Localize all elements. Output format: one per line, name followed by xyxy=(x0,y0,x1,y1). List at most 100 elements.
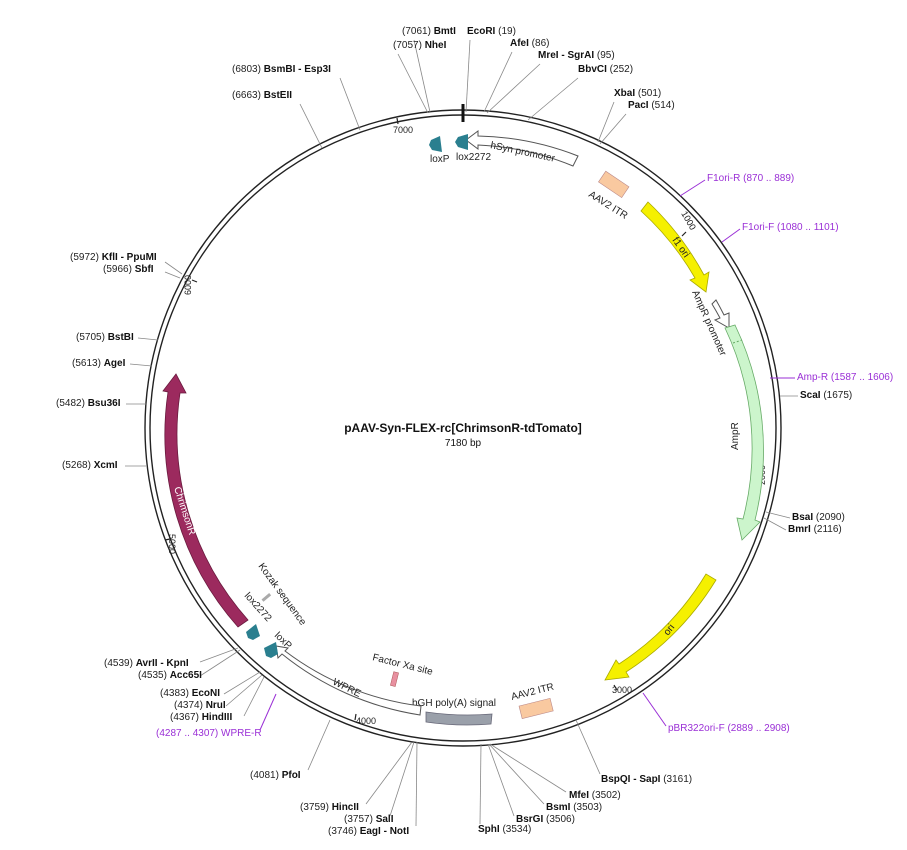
primer-label[interactable]: pBR322ori-F (2889 .. 2908) xyxy=(668,723,790,734)
enzyme-site-label[interactable]: (4367) HindIII xyxy=(170,712,232,723)
enzyme-position: (4081) xyxy=(250,770,282,781)
enzyme-name: BstEII xyxy=(264,90,293,101)
enzyme-name: MreI - SgrAI xyxy=(538,50,594,61)
enzyme-name: BsmBI - Esp3I xyxy=(264,64,331,75)
enzyme-site-label[interactable]: (4535) Acc65I xyxy=(138,670,202,681)
enzyme-site-label[interactable]: BbvCI (252) xyxy=(578,64,633,75)
feature-label-bgh-polya: bGH poly(A) signal xyxy=(412,698,496,709)
enzyme-position: (3759) xyxy=(300,802,332,813)
enzyme-name: KflI - PpuMI xyxy=(102,252,157,263)
enzyme-site-label[interactable]: MreI - SgrAI (95) xyxy=(538,50,615,61)
enzyme-position: (7057) xyxy=(393,40,425,51)
enzyme-position: (86) xyxy=(529,38,550,49)
enzyme-leader-line xyxy=(527,77,579,121)
enzyme-site-label[interactable]: (4081) PfoI xyxy=(250,770,301,781)
enzyme-site-label[interactable]: MfeI (3502) xyxy=(569,790,621,801)
enzyme-site-label[interactable]: BspQI - SapI (3161) xyxy=(601,774,692,785)
enzyme-name: SalI xyxy=(376,814,394,825)
feature-f1-ori xyxy=(640,201,710,293)
enzyme-site-label[interactable]: ScaI (1675) xyxy=(800,390,852,401)
enzyme-site-label[interactable]: (5972) KflI - PpuMI xyxy=(70,252,157,263)
feature-hsyn-promoter xyxy=(465,130,579,167)
enzyme-name: EcoNI xyxy=(192,688,221,699)
enzyme-position: (2090) xyxy=(813,512,845,523)
enzyme-position: (4367) xyxy=(170,712,202,723)
primer-leader-line xyxy=(642,692,667,727)
enzyme-site-label[interactable]: (3746) EagI - NotI xyxy=(328,826,409,837)
enzyme-site-label[interactable]: PacI (514) xyxy=(628,100,675,111)
enzyme-name: HincII xyxy=(332,802,359,813)
enzyme-site-label[interactable]: (5613) AgeI xyxy=(72,358,126,369)
enzyme-leader-line xyxy=(299,103,323,149)
feature-factor-xa xyxy=(390,671,399,687)
enzyme-position: (5482) xyxy=(56,398,88,409)
enzyme-position: (501) xyxy=(635,88,661,99)
primer-label[interactable]: F1ori-F (1080 .. 1101) xyxy=(742,222,839,233)
enzyme-position: (6663) xyxy=(232,90,264,101)
enzyme-position: (5705) xyxy=(76,332,108,343)
primer-label[interactable]: (4287 .. 4307) WPRE-R xyxy=(156,728,262,739)
enzyme-site-label[interactable]: (4383) EcoNI xyxy=(160,688,220,699)
enzyme-leader-line xyxy=(164,271,181,279)
enzyme-leader-line xyxy=(489,743,567,793)
enzyme-leader-line xyxy=(599,113,627,145)
enzyme-site-label[interactable]: (4374) NruI xyxy=(174,700,226,711)
tick-label: 5000 xyxy=(167,534,177,554)
enzyme-position: (3161) xyxy=(660,774,692,785)
enzyme-leader-line xyxy=(199,647,239,663)
enzyme-name: PacI xyxy=(628,100,649,111)
primer-leader-line xyxy=(679,179,706,197)
enzyme-site-label[interactable]: BmrI (2116) xyxy=(788,524,842,535)
enzyme-position: (514) xyxy=(649,100,675,111)
enzyme-site-label[interactable]: BsaI (2090) xyxy=(792,512,845,523)
enzyme-name: BmrI xyxy=(788,524,811,535)
primer-label[interactable]: Amp-R (1587 .. 1606) xyxy=(797,372,893,383)
enzyme-name: BsmI xyxy=(546,802,571,813)
enzyme-leader-line xyxy=(763,517,787,531)
enzyme-position: (5972) xyxy=(70,252,102,263)
primer-label[interactable]: F1ori-R (870 .. 889) xyxy=(707,173,794,184)
enzyme-site-label[interactable]: (7057) NheI xyxy=(393,40,447,51)
enzyme-name: BstBI xyxy=(108,332,134,343)
enzyme-site-label[interactable]: (5482) Bsu36I xyxy=(56,398,121,409)
tick-label: 6000 xyxy=(183,275,193,295)
enzyme-site-label[interactable]: (7061) BmtI xyxy=(402,26,456,37)
enzyme-site-label[interactable]: EcoRI (19) xyxy=(467,26,516,37)
feature-ori xyxy=(604,573,717,681)
enzyme-name: BspQI - SapI xyxy=(601,774,661,785)
enzyme-position: (3503) xyxy=(570,802,602,813)
enzyme-site-label[interactable]: (4539) AvrII - KpnI xyxy=(104,658,189,669)
tick-label: 3000 xyxy=(612,685,632,695)
enzyme-name: MfeI xyxy=(569,790,589,801)
enzyme-name: BsrGI xyxy=(516,814,543,825)
feature-aav2-itr-bottom xyxy=(518,697,554,720)
enzyme-site-label[interactable]: AfeI (86) xyxy=(510,38,549,49)
enzyme-site-label[interactable]: (6663) BstEII xyxy=(232,90,292,101)
feature-lox2272-top xyxy=(455,134,468,150)
tick-label: 4000 xyxy=(356,716,376,726)
enzyme-site-label[interactable]: (3759) HincII xyxy=(300,802,359,813)
enzyme-name: AfeI xyxy=(510,38,529,49)
enzyme-site-label[interactable]: BsrGI (3506) xyxy=(516,814,575,825)
enzyme-site-label[interactable]: SphI (3534) xyxy=(478,824,531,835)
enzyme-site-label[interactable]: BsmI (3503) xyxy=(546,802,602,813)
enzyme-site-label[interactable]: (6803) BsmBI - Esp3I xyxy=(232,64,331,75)
enzyme-leader-line xyxy=(243,676,265,717)
enzyme-site-label[interactable]: (3757) SalI xyxy=(344,814,394,825)
enzyme-leader-line xyxy=(488,743,545,805)
tick-label: 7000 xyxy=(393,125,413,135)
enzyme-name: NheI xyxy=(425,40,447,51)
enzyme-name: EcoRI xyxy=(467,26,496,37)
enzyme-name: Acc65I xyxy=(170,670,202,681)
enzyme-site-label[interactable]: (5966) SbfI xyxy=(103,264,154,275)
enzyme-position: (4539) xyxy=(104,658,136,669)
enzyme-name: AvrII - KpnI xyxy=(136,658,189,669)
enzyme-leader-line xyxy=(223,671,261,695)
enzyme-site-label[interactable]: (5268) XcmI xyxy=(62,460,118,471)
enzyme-position: (95) xyxy=(594,50,615,61)
enzyme-site-label[interactable]: XbaI (501) xyxy=(614,88,661,99)
enzyme-name: HindIII xyxy=(202,712,233,723)
enzyme-site-label[interactable]: (5705) BstBI xyxy=(76,332,134,343)
enzyme-leader-line xyxy=(479,743,482,825)
feature-bgh-polya xyxy=(425,711,493,726)
